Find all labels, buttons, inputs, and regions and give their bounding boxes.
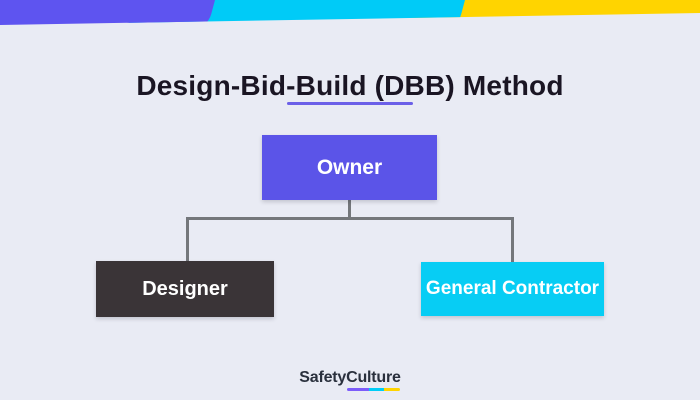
connector-owner-stub bbox=[348, 200, 351, 218]
designer-node-label: Designer bbox=[142, 277, 228, 300]
logo-underline-purple bbox=[347, 388, 370, 391]
logo-culture-text: Culture bbox=[346, 369, 401, 386]
connector-horizontal bbox=[186, 217, 514, 220]
designer-node: Designer bbox=[96, 261, 274, 317]
logo-tricolor-underline bbox=[347, 388, 400, 391]
page-title: Design-Bid-Build (DBB) Method bbox=[136, 70, 564, 101]
logo-underline-cyan bbox=[369, 388, 384, 391]
top-brand-ribbon bbox=[0, 0, 700, 25]
connector-to-general-contractor bbox=[511, 217, 514, 262]
logo-safety-text: Safety bbox=[299, 369, 347, 386]
logo-underline-yellow bbox=[383, 388, 400, 391]
connector-to-designer bbox=[186, 217, 189, 261]
owner-node-label: Owner bbox=[316, 155, 383, 179]
ribbon-purple-segment bbox=[0, 0, 216, 25]
general-contractor-node: General Contractor bbox=[421, 262, 604, 316]
title-underline bbox=[287, 102, 413, 105]
general-contractor-node-label: General Contractor bbox=[425, 278, 600, 299]
owner-node: Owner bbox=[262, 135, 437, 200]
logo-culture-wrap: Culture bbox=[346, 368, 401, 391]
